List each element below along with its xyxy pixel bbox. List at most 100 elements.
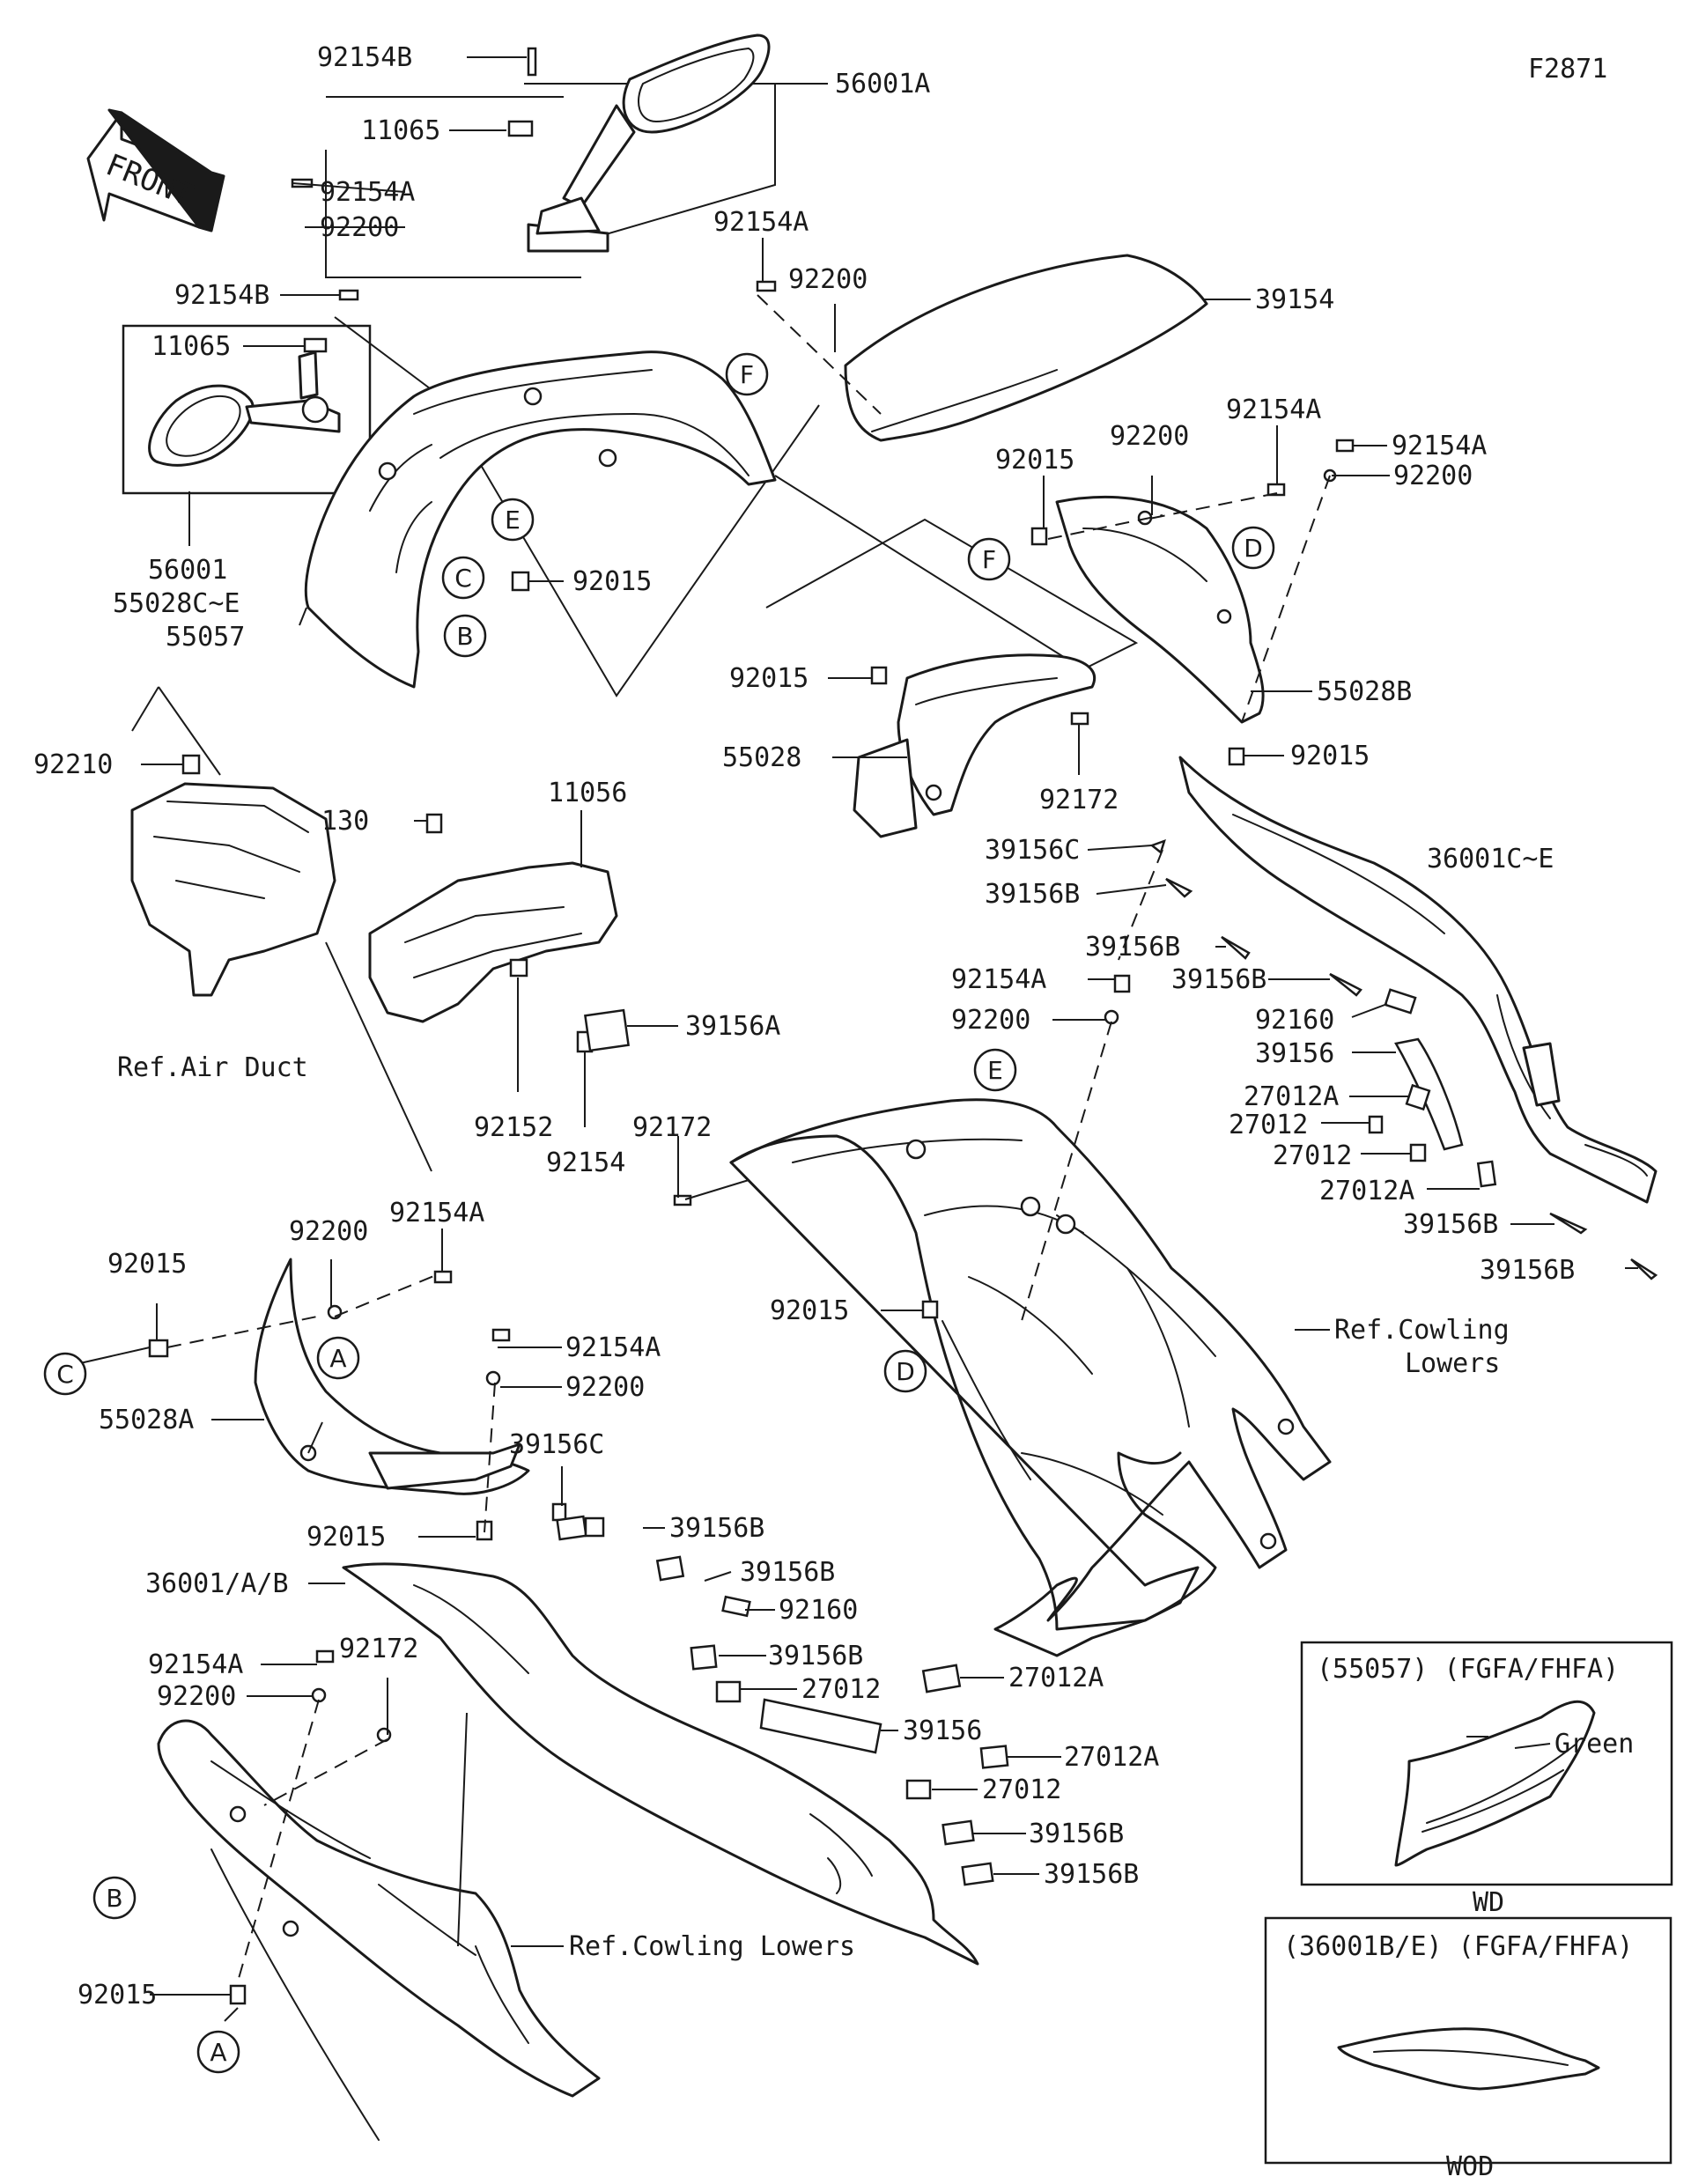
side-panel-55028a [254, 1258, 530, 1495]
label-ref-air-duct: Ref.Air Duct [117, 1052, 308, 1083]
inset-wod-caption: WOD [1446, 2151, 1494, 2182]
leader-lines [71, 56, 1638, 2022]
label-92154A-l3: 92154A [148, 1649, 243, 1680]
upper-cowl [304, 350, 777, 689]
svg-text:C: C [454, 564, 472, 593]
dashed-lines [166, 294, 1331, 1982]
label-92154A-r2: 92154A [1392, 431, 1487, 461]
label-92015-front: 92015 [572, 566, 652, 597]
inset-wod-header: (36001B/E) (FGFA/FHFA) [1283, 1931, 1633, 1962]
label-39156B-l4: 39156B [1029, 1819, 1124, 1849]
label-39156B-l3: 39156B [768, 1641, 863, 1671]
label-92200-r1: 92200 [1110, 421, 1189, 452]
label-39156-r: 39156 [1255, 1038, 1334, 1069]
label-92154A-l2: 92154A [565, 1332, 661, 1363]
label-36001CE: 36001C~E [1427, 844, 1554, 874]
label-27012-r2: 27012 [1273, 1140, 1352, 1171]
mirror-left-group-box [122, 324, 372, 495]
callout-B2: B [92, 1876, 137, 1920]
label-11065-mirror: 11065 [361, 115, 440, 146]
group-line-mirror-r [325, 150, 581, 278]
label-55028A: 55028A [99, 1405, 194, 1435]
label-39156B-l5: 39156B [1044, 1859, 1139, 1890]
label-ref-cowling-1b: Lowers [1405, 1348, 1500, 1379]
label-39156A: 39156A [685, 1011, 780, 1042]
figure-code: F2871 [1528, 54, 1607, 85]
svg-text:A: A [329, 1344, 346, 1373]
label-92154A-r1: 92154A [1226, 395, 1321, 425]
front-arrow: FRONT [86, 108, 225, 232]
label-27012A-r2: 27012A [1319, 1176, 1414, 1206]
svg-text:C: C [56, 1360, 74, 1389]
inset-wod: (36001B/E) (FGFA/FHFA) WOD [1264, 1916, 1673, 2182]
label-39156-l: 39156 [903, 1715, 982, 1746]
label-39156B-r5: 39156B [1480, 1255, 1575, 1286]
label-39156B-r2: 39156B [1085, 932, 1180, 963]
callout-C2: C [43, 1352, 87, 1396]
label-27012A-l2: 27012A [1064, 1742, 1159, 1773]
svg-text:E: E [505, 505, 521, 535]
label-92200-left: 92200 [320, 212, 399, 243]
inset-wd-label: Green [1554, 1729, 1634, 1760]
label-39156B-l2: 39156B [740, 1557, 835, 1588]
label-92154B-mirror: 92154B [317, 42, 412, 73]
side-panel-right [1178, 756, 1658, 1204]
label-92015-D: 92015 [770, 1295, 849, 1326]
label-92210: 92210 [33, 749, 113, 780]
svg-text:F: F [740, 360, 754, 389]
label-92200-l: 92200 [289, 1216, 368, 1247]
label-ref-cowling-1a: Ref.Cowling [1334, 1315, 1510, 1346]
callout-F2: F [967, 537, 1011, 581]
label-92160-r: 92160 [1255, 1005, 1334, 1036]
callout-E1: E [491, 498, 535, 542]
label-92160-l: 92160 [779, 1595, 858, 1626]
label-92200-l3: 92200 [157, 1681, 236, 1712]
label-11065-left: 11065 [151, 331, 231, 362]
callout-A2: A [196, 2030, 240, 2074]
inset-wd-header: (55057) (FGFA/FHFA) [1317, 1654, 1619, 1685]
label-92154A-left: 92154A [320, 177, 415, 208]
side-panel-left [342, 1562, 979, 1966]
air-duct [130, 686, 336, 997]
label-39156C-r: 39156C [985, 835, 1080, 866]
label-92154B-left: 92154B [174, 280, 270, 311]
inner-panel-55028b [1055, 495, 1265, 724]
label-92152: 92152 [474, 1112, 553, 1143]
label-92172-l: 92172 [339, 1634, 418, 1664]
label-92015-r: 92015 [1290, 741, 1370, 771]
callout-B1: B [443, 614, 487, 658]
label-39156B-r1: 39156B [985, 879, 1080, 910]
label-92200-r2: 92200 [1393, 461, 1473, 491]
svg-text:F: F [982, 545, 996, 574]
label-39156B-r3: 39156B [1171, 964, 1266, 995]
mirror-left [148, 350, 341, 467]
label-39156B-l1: 39156B [669, 1513, 764, 1544]
inner-bracket-55028 [853, 653, 1096, 838]
diamond-line-a [334, 316, 820, 697]
bracket-11056 [325, 861, 618, 1172]
callout-A1: A [316, 1336, 360, 1380]
label-27012-l2: 27012 [982, 1774, 1061, 1805]
svg-text:D: D [896, 1357, 915, 1386]
center-cowl [729, 1098, 1332, 1657]
label-92200-c: 92200 [951, 1005, 1030, 1036]
callout-F1: F [725, 352, 769, 396]
decals [556, 838, 1658, 1886]
diamond-line-b [765, 475, 1139, 671]
label-55028: 55028 [722, 742, 801, 773]
label-39156B-r4: 39156B [1403, 1209, 1498, 1240]
label-92154: 92154 [546, 1147, 625, 1178]
lower-cowl-left [157, 1719, 601, 2141]
mirror-right [527, 33, 771, 253]
label-92154A-screen: 92154A [713, 207, 809, 238]
label-56001: 56001 [148, 555, 227, 586]
label-27012A-r1: 27012A [1244, 1081, 1339, 1112]
label-39154: 39154 [1255, 284, 1334, 315]
label-92154A-c: 92154A [951, 964, 1046, 995]
svg-text:B: B [106, 1884, 122, 1913]
windscreen [844, 254, 1208, 442]
label-130: 130 [321, 806, 369, 837]
callout-E2: E [973, 1048, 1017, 1092]
label-92200-screen: 92200 [788, 264, 868, 295]
label-92015-F: 92015 [995, 445, 1074, 476]
